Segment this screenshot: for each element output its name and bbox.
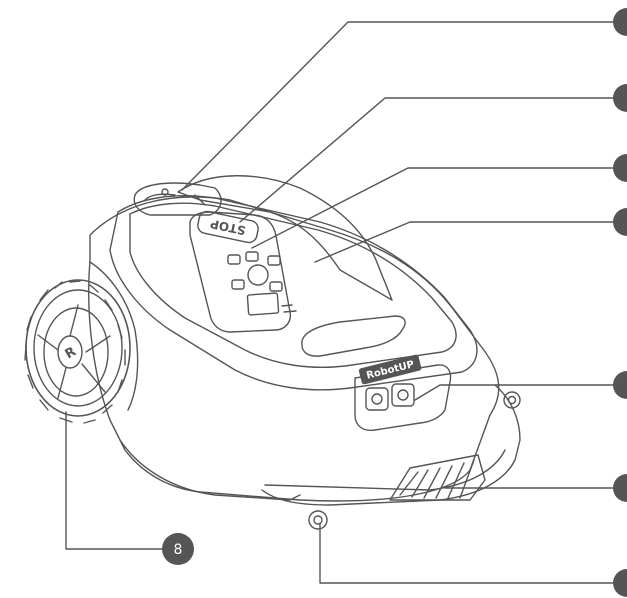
leader-line-1 <box>181 21 623 191</box>
upper-deck <box>109 194 478 391</box>
rear-wheel <box>24 279 131 424</box>
body-skirt <box>119 439 301 501</box>
front-nose <box>261 384 521 506</box>
leader-line-8 <box>65 411 164 550</box>
callout-label-8: 8 <box>174 542 183 558</box>
front-sensor-right <box>503 391 521 409</box>
callout-marker-4 <box>613 208 627 236</box>
stop-label: STOP <box>209 216 247 237</box>
callout-marker-8 <box>162 533 194 565</box>
callout-marker-3 <box>613 154 627 182</box>
leader-line-3 <box>251 167 623 249</box>
top-lid <box>133 182 222 216</box>
callout-marker-7 <box>613 569 627 597</box>
rear-cowl <box>177 175 393 301</box>
front-grille <box>389 454 486 501</box>
leader-line-2 <box>239 97 623 223</box>
callout-marker-5 <box>613 371 627 399</box>
callout-marker-1 <box>613 8 627 36</box>
leader-line-7 <box>319 523 623 584</box>
deck-inner-ring <box>129 202 457 368</box>
brand-badge-bg <box>358 354 422 385</box>
front-sensor-left <box>308 510 328 530</box>
stop-button <box>197 210 259 244</box>
camera-module <box>354 364 452 432</box>
leader-line-5 <box>414 384 623 401</box>
callout-marker-6 <box>613 474 627 502</box>
lcd-display <box>246 292 280 316</box>
deck-vent <box>301 315 406 357</box>
wheel-hub-label: R <box>63 344 79 362</box>
wheel-arch <box>89 261 139 411</box>
callout-marker-2 <box>613 84 627 112</box>
front-bumper <box>264 449 506 491</box>
body-outline <box>88 196 500 502</box>
leader-line-4 <box>314 221 623 263</box>
